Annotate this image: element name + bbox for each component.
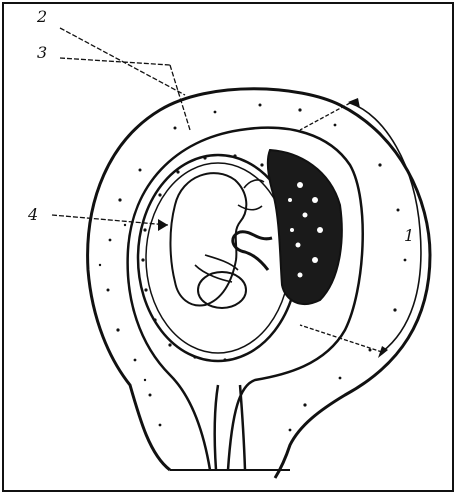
fetus-limbs — [195, 180, 264, 282]
fetus-head — [198, 272, 246, 308]
uterine-wall-outer — [88, 89, 430, 478]
label-1: 1 — [404, 228, 414, 244]
umbilical-cord — [233, 232, 272, 270]
frame-border — [3, 3, 453, 491]
bracket-1-bottom-leader — [300, 325, 382, 352]
label-4: 4 — [28, 207, 38, 223]
leader-line-4 — [52, 215, 168, 225]
label-3: 3 — [37, 45, 47, 61]
label-2: 2 — [37, 9, 47, 25]
leader-line-2 — [60, 28, 185, 95]
leader-line-3 — [60, 58, 170, 65]
fetus-body — [170, 173, 246, 305]
placenta — [268, 150, 342, 304]
arrow-head-4 — [158, 219, 168, 231]
bracket-1-top-leader — [300, 103, 350, 130]
amnion-ring — [146, 163, 290, 353]
